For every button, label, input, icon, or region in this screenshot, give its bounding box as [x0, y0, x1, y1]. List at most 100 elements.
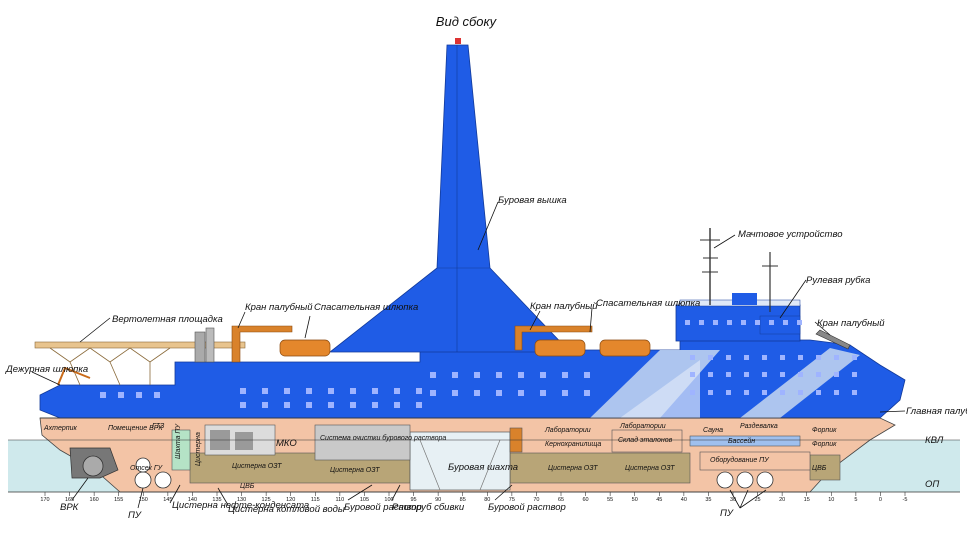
frame-label: 165 — [65, 497, 74, 503]
label-rescue-boat: Дежурная шлюпка — [5, 364, 88, 375]
wheelhouse — [759, 315, 801, 335]
window — [797, 320, 802, 325]
frame-label: 160 — [90, 497, 99, 503]
label-op: ОП — [925, 479, 939, 490]
frame-label: -5 — [903, 497, 908, 503]
frame-label: 125 — [262, 497, 271, 503]
bow-stripe-3 — [620, 360, 700, 418]
label-lifeboat-right: Спасательная шлюпка — [596, 298, 700, 309]
window — [100, 392, 106, 398]
window — [816, 355, 821, 360]
window — [452, 390, 458, 396]
window — [690, 355, 695, 360]
label-helipad: Вертолетная площадка — [112, 314, 223, 325]
window — [744, 390, 749, 395]
label-derrick: Буровая вышка — [498, 195, 567, 206]
mud-cleaning-box — [314, 424, 411, 461]
crane-left — [231, 325, 293, 363]
window — [708, 390, 713, 395]
label-crane-right: Кран палубный — [817, 318, 885, 329]
frame-label: 65 — [558, 497, 564, 503]
comp-gtz: ГТЗ — [152, 423, 165, 430]
frame-label: 115 — [311, 497, 320, 503]
label-main-deck: Главная палуба — [906, 406, 967, 417]
frame-label: 85 — [460, 497, 466, 503]
frame-label: 95 — [411, 497, 417, 503]
comp-tank-side: Цистерна — [195, 432, 202, 466]
comp-standards: Склад эталонов — [618, 436, 673, 444]
wheelhouse-top — [732, 293, 757, 305]
window — [284, 402, 290, 408]
lifeboat-left — [279, 339, 331, 357]
comp-changing: Раздевалка — [740, 422, 778, 430]
window — [416, 388, 422, 394]
window — [769, 320, 774, 325]
window — [328, 402, 334, 408]
window — [834, 390, 839, 395]
window — [240, 402, 246, 408]
window — [154, 392, 160, 398]
window — [306, 402, 312, 408]
window — [584, 390, 590, 396]
window — [852, 372, 857, 377]
comp-forepeak-1: Форпик — [812, 427, 837, 434]
diagram-title: Вид сбоку — [436, 14, 498, 29]
window — [783, 320, 788, 325]
pool-box — [689, 435, 801, 447]
window — [518, 372, 524, 378]
window — [350, 402, 356, 408]
window — [726, 372, 731, 377]
window — [762, 355, 767, 360]
window — [699, 320, 704, 325]
window — [713, 320, 718, 325]
fuel-tank-band-fwd — [509, 452, 691, 484]
window — [328, 388, 334, 394]
frame-label: 5 — [854, 497, 857, 503]
window — [262, 402, 268, 408]
engine-block-2 — [235, 432, 253, 450]
window — [584, 372, 590, 378]
frame-label: 135 — [212, 497, 221, 503]
frame-label: 40 — [681, 497, 687, 503]
window — [372, 402, 378, 408]
frame-label: 105 — [360, 497, 369, 503]
window — [816, 372, 821, 377]
lifeboat-mid — [534, 339, 586, 357]
frame-label: 30 — [730, 497, 736, 503]
fwd-ballast — [809, 454, 841, 481]
window — [474, 372, 480, 378]
window — [726, 355, 731, 360]
window — [350, 388, 356, 394]
window — [741, 320, 746, 325]
thruster-icon-4 — [736, 471, 754, 489]
window — [496, 372, 502, 378]
frame-label: 100 — [384, 497, 393, 503]
thruster-icon-6 — [135, 457, 151, 473]
window — [727, 320, 732, 325]
frame-label: 0 — [879, 497, 882, 503]
frame-label: 75 — [509, 497, 515, 503]
window — [726, 390, 731, 395]
comp-sauna: Сауна — [703, 427, 723, 434]
hull-windows — [100, 320, 857, 408]
frame-label: 130 — [237, 497, 246, 503]
window — [262, 388, 268, 394]
comp-labs-1: Лаборатории — [544, 426, 591, 434]
window — [394, 402, 400, 408]
window — [708, 355, 713, 360]
window — [240, 388, 246, 394]
window — [834, 355, 839, 360]
window — [780, 372, 785, 377]
label-lifeboat-mid: Спасательная шлюпка — [314, 302, 418, 313]
window — [136, 392, 142, 398]
label-mast: Мачтовое устройство — [738, 229, 843, 240]
comp-core: Кернохранилища — [545, 441, 601, 448]
frame-label: 80 — [484, 497, 490, 503]
window — [540, 390, 546, 396]
label-pu-right: ПУ — [720, 508, 734, 519]
window — [755, 320, 760, 325]
window — [562, 372, 568, 378]
window — [496, 390, 502, 396]
